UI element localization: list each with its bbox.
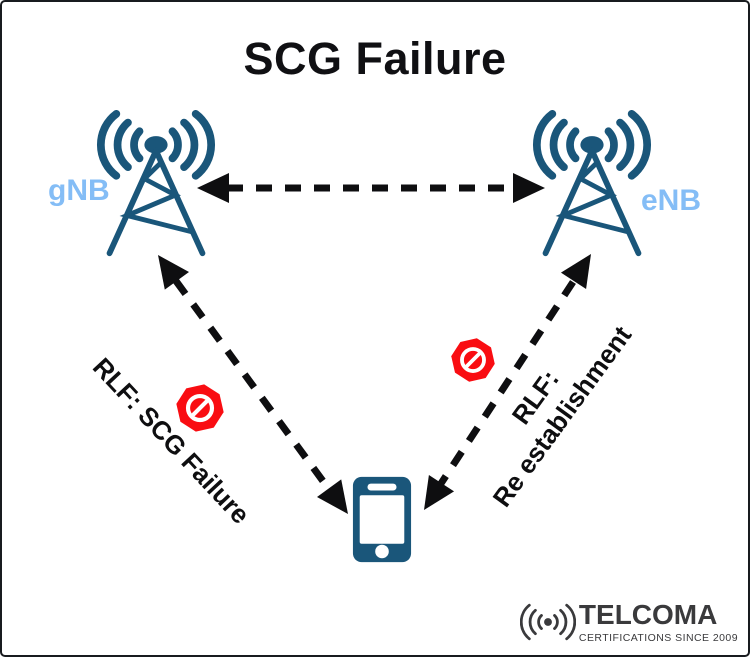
no-entry-icon [451, 338, 495, 382]
gnb-ue-dashed-line [173, 278, 334, 495]
enb-label: eNB [641, 184, 702, 217]
telcoma-logo: TELCOMA CERTIFICATIONS SINCE 2009 [519, 598, 738, 644]
no-entry-icon [176, 384, 224, 432]
arrowhead [560, 254, 591, 289]
enb-ue-dashed-line [437, 280, 576, 487]
logo-signal-icon [519, 603, 576, 641]
smartphone-icon [352, 476, 412, 563]
enb-cell-tower-icon [532, 110, 652, 257]
arrowhead [316, 479, 348, 514]
arrowhead [513, 173, 545, 203]
arrowhead [197, 173, 229, 203]
arrowhead [158, 255, 190, 290]
page-title: SCG Failure [243, 33, 507, 84]
logo-name: TELCOMA [578, 598, 718, 630]
logo-tagline: CERTIFICATIONS SINCE 2009 [578, 631, 738, 644]
gnb-cell-tower-icon [96, 110, 216, 257]
arrowhead [424, 475, 455, 510]
gnb-label: gNB [48, 174, 110, 207]
